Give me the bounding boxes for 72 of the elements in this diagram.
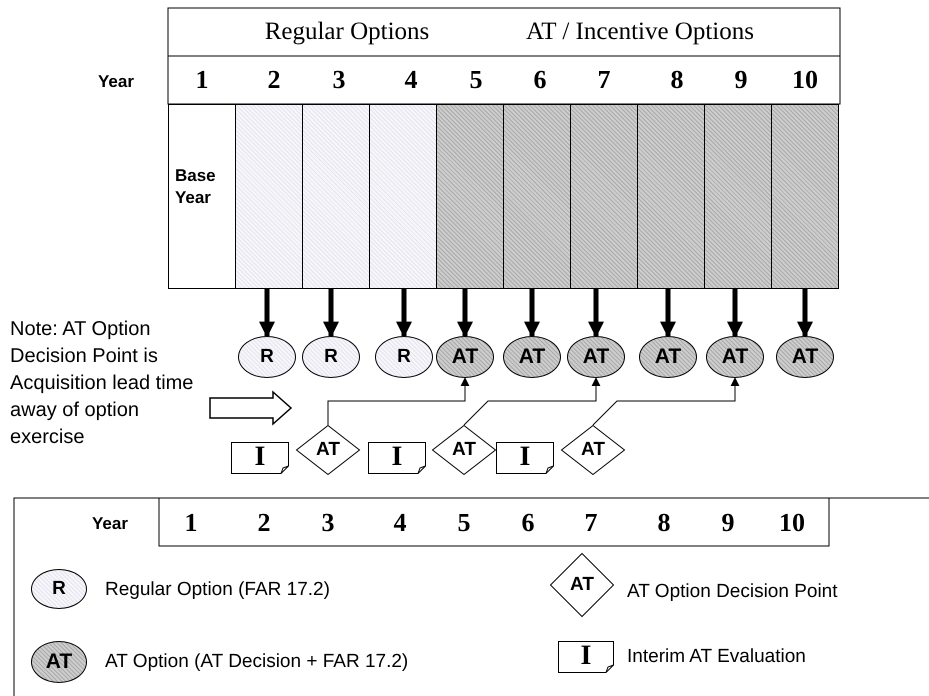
base-year-bar (168, 104, 236, 289)
timeline-bar (436, 104, 504, 289)
option-oval: AT (776, 336, 834, 378)
timeline-bar (570, 104, 638, 289)
year-number: 10 (779, 507, 805, 539)
year-number: 2 (258, 507, 270, 539)
timeline-bar (704, 104, 772, 289)
option-oval: AT (567, 336, 625, 378)
legend-document: I (558, 641, 614, 673)
legend-diamond: AT (550, 553, 614, 617)
year-number: 6 (534, 64, 546, 96)
note-text: Note: AT Option Decision Point is Acquisition lead time away of option exercise (10, 316, 210, 456)
option-oval: AT (706, 336, 764, 378)
year-number: 9 (722, 507, 734, 539)
timeline-bar (302, 104, 370, 289)
legend-oval: R (31, 569, 87, 609)
arrow (457, 289, 473, 338)
year-label: Year (92, 513, 128, 535)
evaluation-box: I (368, 442, 426, 474)
header-text: AT / Incentive Options (526, 17, 754, 47)
year-number: 4 (404, 64, 418, 96)
timeline-bar (235, 104, 303, 289)
arrow (797, 289, 813, 338)
year-number: 3 (322, 507, 334, 539)
decision-diamond: AT (432, 425, 496, 475)
year-number: 5 (458, 507, 470, 539)
year-number: 5 (470, 64, 482, 96)
evaluation-box: I (496, 442, 554, 474)
legend-text: AT Option (AT Decision + FAR 17.2) (105, 650, 408, 674)
bar-label: Base Year (175, 165, 217, 209)
option-oval: R (302, 336, 360, 378)
year-number: 10 (792, 64, 818, 96)
year-number: 3 (332, 64, 346, 96)
timeline-bar (771, 104, 839, 289)
option-oval: R (238, 336, 296, 378)
timeline-bar (637, 104, 705, 289)
block-arrow (209, 390, 292, 426)
legend-text: AT Option Decision Point (627, 580, 838, 604)
evaluation-box: I (231, 442, 289, 474)
year-number: 1 (184, 507, 198, 539)
option-oval: R (375, 336, 433, 378)
year-number: 8 (658, 507, 670, 539)
decision-diamond: AT (296, 425, 360, 475)
arrow (323, 289, 339, 338)
arrow (727, 289, 743, 338)
arrow (660, 289, 676, 338)
arrow (592, 377, 740, 426)
option-oval: AT (436, 336, 494, 378)
timeline-bar (369, 104, 437, 289)
legend-text: Regular Option (FAR 17.2) (105, 578, 330, 602)
legend-text: Interim AT Evaluation (627, 645, 806, 669)
arrow (588, 289, 604, 338)
header-text: Regular Options (264, 17, 430, 47)
legend-oval: AT (31, 641, 87, 683)
year-number: 8 (670, 64, 684, 96)
arrow (328, 377, 470, 426)
option-oval: AT (503, 336, 561, 378)
year-number: 6 (522, 507, 534, 539)
year-number: 2 (268, 64, 280, 96)
year-number: 9 (734, 64, 748, 96)
year-number: 7 (584, 507, 598, 539)
timeline-bar (503, 104, 571, 289)
year-number: 1 (196, 64, 208, 96)
year-number: 4 (394, 507, 406, 539)
arrow (396, 289, 412, 338)
decision-diamond: AT (561, 425, 625, 475)
year-number: 7 (598, 64, 610, 96)
arrow (259, 289, 275, 338)
option-oval: AT (639, 336, 697, 378)
arrow (464, 377, 600, 426)
year-label: Year (98, 71, 134, 93)
arrow (524, 289, 540, 338)
